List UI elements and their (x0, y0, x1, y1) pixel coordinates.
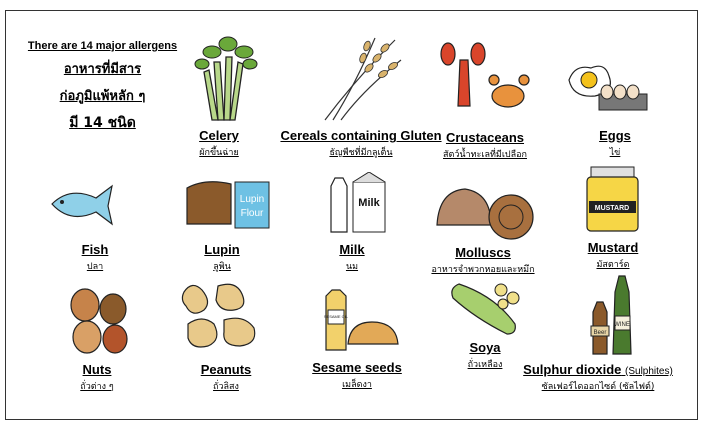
allergen-name: Peanuts (200, 362, 252, 377)
allergen-thai: ผักขึ้นฉ่าย (199, 148, 239, 158)
label-mustard: Mustard มัสตาร์ด (588, 240, 639, 271)
allergen-name: Celery (199, 128, 239, 143)
allergen-name: Molluscs (455, 245, 511, 260)
mustard-jar-icon: MUSTARD (586, 166, 639, 232)
sesame-bottle-text: SESAME OIL (324, 314, 349, 319)
wheat-icon (324, 37, 402, 121)
allergen-thai: นม (345, 262, 359, 272)
lupin-pack-text-1: Lupin (240, 194, 264, 205)
lobster-crab-icon (440, 42, 530, 108)
label-fish: Fish ปลา (82, 242, 109, 273)
allergen-name: Fish (81, 242, 109, 257)
label-molluscs: Molluscs อาหารจำพวกหอยและหมึก (431, 245, 534, 276)
label-lupin: Lupin ลูพิน (204, 242, 239, 273)
allergen-name-wrap: Sulphur dioxide (Sulphites) (523, 362, 673, 377)
title-english: There are 14 major allergens (27, 40, 178, 52)
allergen-thai: ซัลเฟอร์ไดออกไซด์ (ซัลไฟต์) (541, 382, 655, 392)
celery-icon (194, 36, 258, 121)
allergen-name: Soya (469, 340, 501, 355)
allergen-thai: ไข่ (609, 148, 621, 158)
allergen-thai: ลูพิน (213, 262, 231, 272)
allergen-name: Mustard (587, 240, 639, 255)
allergen-name: Sesame seeds (312, 360, 402, 375)
allergen-name: Sulphur dioxide (523, 362, 622, 377)
label-eggs: Eggs ไข่ (599, 128, 631, 159)
allergen-thai: ปลา (86, 262, 104, 272)
lupin-flour-icon: Lupin Flour (186, 181, 270, 229)
wine-beer-icon: Beer WINE (590, 275, 632, 355)
label-celery: Celery ผักขึ้นฉ่าย (199, 128, 239, 159)
poster-title: There are 14 major allergens อาหารที่มีส… (20, 40, 185, 134)
shell-icon (436, 188, 534, 240)
allergen-thai: ถั่วเหลือง (467, 360, 503, 370)
title-thai-line3: มี 14 ชนิด (69, 115, 136, 131)
label-crustaceans: Crustaceans สัตว์น้ำทะเลที่มีเปลือก (443, 130, 527, 161)
allergen-thai: เมล็ดงา (342, 380, 372, 390)
allergen-thai: อาหารจำพวกหอยและหมึก (431, 265, 535, 275)
title-thai-line1: อาหารที่มีสาร (63, 62, 142, 77)
milk-pack-text: Milk (358, 197, 380, 209)
wine-bottle-text: WINE (614, 322, 630, 328)
allergen-name: Lupin (204, 242, 240, 257)
allergen-thai: ถั่วต่าง ๆ (80, 382, 114, 392)
allergen-thai: ธัญพืชที่มีกลูเต็น (329, 148, 393, 158)
allergen-name: Eggs (599, 128, 631, 143)
lupin-pack-text-2: Flour (241, 208, 264, 219)
allergen-note: (Sulphites) (625, 366, 673, 377)
allergen-name: Crustaceans (445, 130, 525, 145)
label-nuts: Nuts ถั่วต่าง ๆ (80, 362, 114, 393)
label-cereals: Cereals containing Gluten ธัญพืชที่มีกลู… (280, 128, 441, 159)
label-soya: Soya ถั่วเหลือง (468, 340, 503, 371)
allergen-thai: สัตว์น้ำทะเลที่มีเปลือก (443, 150, 527, 160)
allergen-thai: มัสตาร์ด (596, 260, 630, 270)
eggs-icon (568, 65, 648, 111)
title-thai-line2: ก่อภูมิแพ้หลัก ๆ (59, 89, 146, 104)
fish-icon (51, 184, 113, 226)
mustard-jar-text: MUSTARD (595, 205, 629, 212)
allergen-name: Nuts (82, 362, 112, 377)
label-peanuts: Peanuts ถั่วลิสง (201, 362, 252, 393)
label-sesame: Sesame seeds เมล็ดงา (312, 360, 402, 391)
soya-icon (451, 283, 520, 335)
beer-bottle-text: Beer (594, 330, 607, 336)
milk-icon: Milk (330, 172, 386, 233)
label-milk: Milk นม (339, 242, 364, 273)
label-sulphur: Sulphur dioxide (Sulphites) ซัลเฟอร์ไดออ… (523, 362, 673, 393)
sesame-icon: SESAME OIL (324, 289, 399, 351)
nuts-icon (70, 288, 128, 354)
allergen-name: Milk (339, 242, 365, 257)
peanuts-icon (181, 283, 256, 348)
allergen-name: Cereals containing Gluten (280, 128, 442, 143)
allergen-thai: ถั่วลิสง (213, 382, 239, 392)
